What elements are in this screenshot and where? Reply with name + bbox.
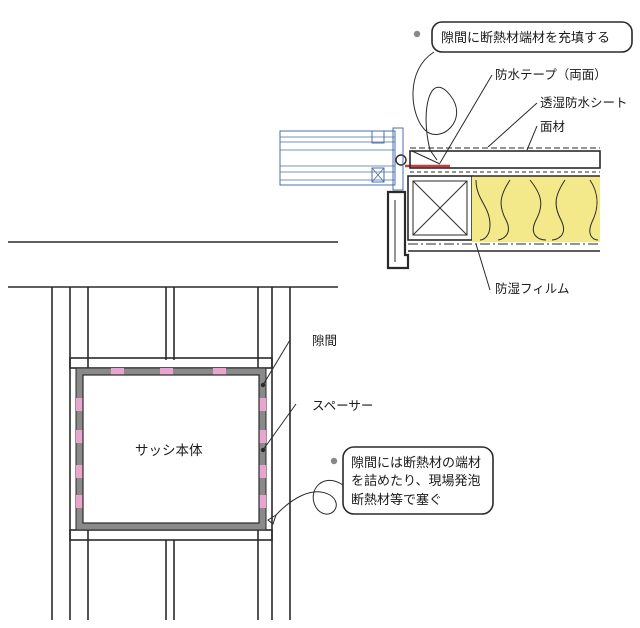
top-callout: 隙間に断熱材端材を充填する [412,21,633,161]
bottom-callout-line: 断熱材等で塞ぐ [351,492,442,508]
spacer [76,495,83,508]
spacer [76,398,83,411]
spacers [76,368,266,508]
label-waterproof-tape: 防水テープ（両面） [495,67,607,82]
label-gap: 隙間 [312,333,337,348]
spacer [76,465,83,478]
top-callout-text: 隙間に断熱材端材を充填する [441,30,610,46]
spacer [259,495,266,508]
label-vapor-film: 防湿フィルム [495,281,570,296]
elevation-view: サッシ本体 隙間 スペーサー 隙間には断熱材の端材 を詰めたり、現場発泡 断熱材… [8,241,494,620]
window-trim-plan [386,190,410,270]
sheathing-panel [409,150,601,169]
sash-frame-plan [279,127,407,191]
bottom-callout-line: を詰めたり、現場発泡 [351,473,480,489]
bottom-callout: 隙間には断熱材の端材 を詰めたり、現場発泡 断熱材等で塞ぐ [267,446,494,525]
top-callout-dot [413,30,421,38]
bottom-callout-dot [330,457,338,465]
bottom-callout-line: 隙間には断熱材の端材 [351,456,481,471]
top-callout-loop [412,51,458,161]
sash-body-label: サッシ本体 [135,443,203,459]
spacer [76,430,83,443]
bottom-callout-loop [275,479,344,516]
spacer [259,398,266,411]
label-facing-material: 面材 [540,119,565,134]
sash-body [82,374,260,524]
insulation-batts [472,175,600,242]
plan-section-detail: 隙間に断熱材端材を充填する [279,21,633,296]
spacer [213,368,226,375]
header-beam [69,357,273,369]
spacer [259,465,266,478]
bottom-callout-box [342,446,494,515]
stud-section [407,175,473,241]
spacer [111,368,124,375]
spacer [259,430,266,443]
label-breathable-sheet: 透湿防水シート [540,95,628,110]
sill-beam [69,529,273,541]
label-spacer: スペーサー [312,398,373,413]
spacer [160,368,173,375]
top-callout-box [431,21,633,53]
